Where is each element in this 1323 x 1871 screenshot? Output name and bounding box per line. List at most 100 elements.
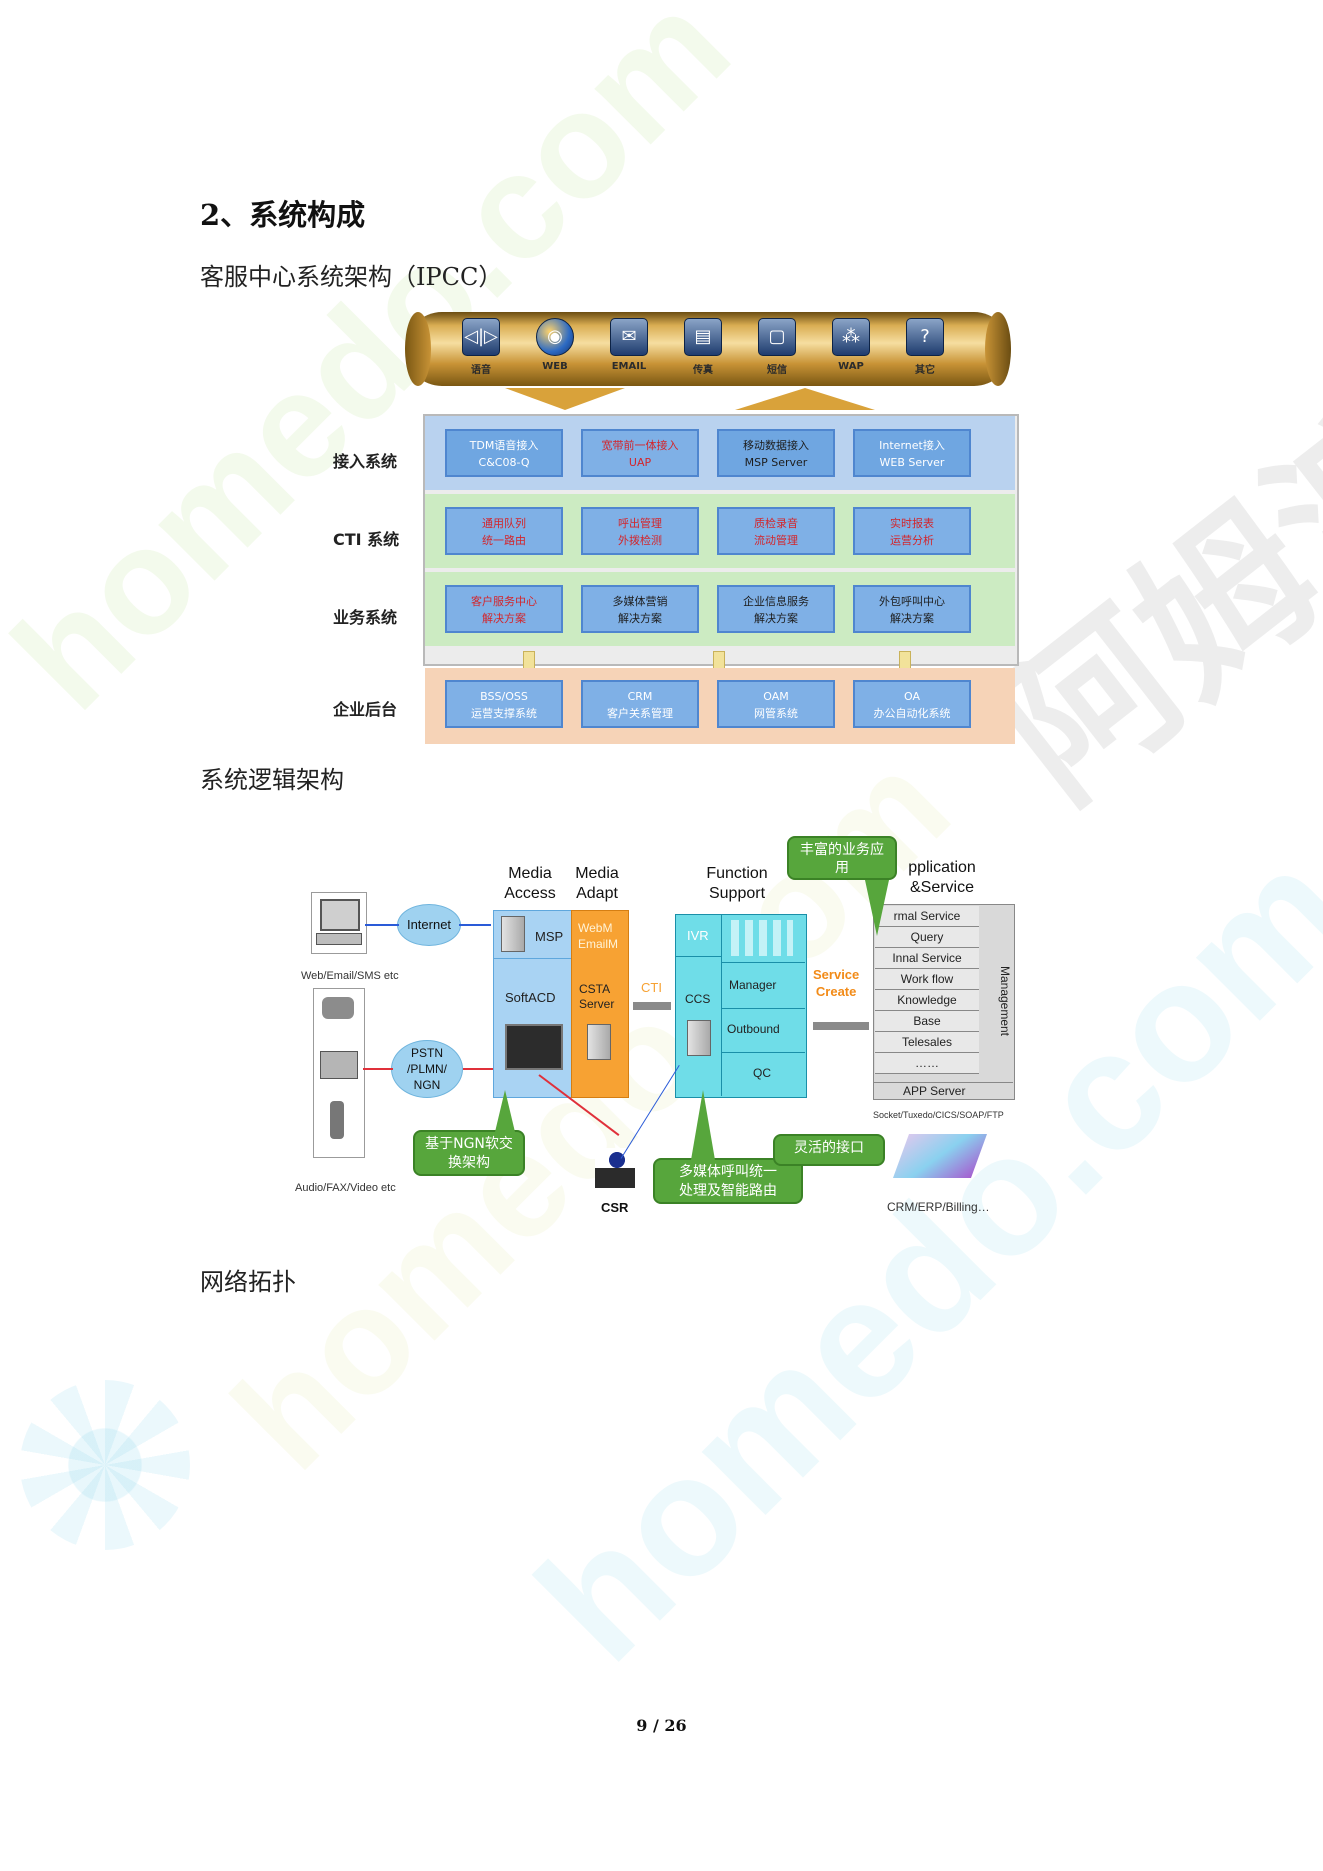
csr-agent-icon [595,1148,635,1188]
callout-line: 基于NGN软交 [425,1136,513,1152]
mobile-phone-icon [330,1101,344,1139]
label-socket-tuxedo: Socket/Tuxedo/CICS/SOAP/FTP [873,1110,1004,1120]
cell-line: MSP Server [744,456,808,469]
row-label-business: 业务系统 [333,608,398,627]
channel-label: EMAIL [611,361,647,372]
col-line: Function [706,865,768,882]
label-web-email-sms: Web/Email/SMS etc [301,970,399,982]
channel-label: 传真 [693,365,713,376]
cell-line: 多媒体营销 [612,595,668,608]
label-crm-erp-billing: CRM/ERP/Billing… [887,1200,990,1214]
cell-line: UAP [628,456,652,469]
channel-fax: ▤ 传真 [675,318,731,376]
cell-line: 企业信息服务 [743,595,809,608]
channel-label: WAP [838,361,864,372]
divider [721,1008,805,1009]
divider [873,1082,1013,1083]
label-app-server: APP Server [903,1084,966,1098]
cell-line: 运营分析 [890,534,934,547]
channel-email: ✉ EMAIL [601,318,657,372]
channel-label: 短信 [767,365,787,376]
other-icon: ? [906,318,944,356]
col-line: Adapt [576,885,618,902]
monitor-icon [320,899,360,931]
softacd-rack-icon [505,1024,563,1070]
label-ivr: IVR [687,928,709,943]
adapt-line: EmailM [578,937,619,951]
cell-realtime-report: 实时报表运营分析 [853,507,971,555]
cloud-line: /PLMN/ [406,1062,447,1076]
label-softacd: SoftACD [505,990,556,1005]
label-csr: CSR [601,1200,629,1215]
row-label-access: 接入系统 [333,452,398,471]
label-ipcc-architecture: 客服中心系统架构（IPCC） [200,263,503,291]
app-service-list: rmal Service Query Innal Service Work fl… [875,906,979,1074]
row-label-backend: 企业后台 [333,700,398,719]
channel-wap: ⁂ WAP [823,318,879,372]
cloud-line: NGN [413,1078,441,1092]
msp-server-icon [501,916,525,952]
cell-line: 实时报表 [890,517,934,530]
cell-outsourced-callcenter: 外包呼叫中心解决方案 [853,585,971,633]
app-item: Query [875,927,979,948]
app-item: rmal Service [875,906,979,927]
divider [493,958,571,959]
watermark-flower-icon [20,1380,190,1550]
label-management: Management [998,965,1012,1037]
col-application-service: pplication&Service [901,858,983,898]
cell-line: WEB Server [879,456,945,469]
label-cti: CTI [641,980,662,995]
divider [721,914,722,1096]
callout-line: 换架构 [448,1155,490,1171]
cell-line: Internet接入 [879,439,945,452]
cell-line: TDM语音接入 [469,439,539,452]
keyboard-icon [316,933,362,945]
double-arrow-icon [813,1022,869,1030]
fax-machine-icon [320,1051,358,1079]
channel-sms: ▢ 短信 [749,318,805,376]
label-msp: MSP [535,929,564,944]
callout-line: 用 [835,860,849,876]
label-qc: QC [753,1066,771,1080]
cell-line: 质检录音 [754,517,798,530]
cell-line: 通用队列 [482,517,526,530]
cell-qc-recording: 质检录音流动管理 [717,507,835,555]
cell-line: C&C08-Q [478,456,530,469]
ccs-server-icon [687,1020,711,1056]
cell-line: 办公自动化系统 [873,707,951,720]
cell-enterprise-info: 企业信息服务解决方案 [717,585,835,633]
cell-line: 网管系统 [754,707,798,720]
cell-line: CRM [627,690,653,703]
app-item: Knowledge [875,990,979,1011]
app-item: Work flow [875,969,979,990]
service-line: Service [813,967,860,982]
label-outbound: Outbound [727,1022,780,1036]
col-line: Access [504,885,556,902]
channel-label: WEB [542,361,568,372]
cell-line: OAM [763,690,789,703]
divider [721,962,805,963]
label-ccs: CCS [685,992,711,1006]
sms-icon: ▢ [758,318,796,356]
service-line: Create [815,984,857,999]
arrow-down-icon [505,388,625,410]
app-item: Base [875,1011,979,1032]
link-line [459,924,491,926]
app-item: Telesales [875,1032,979,1053]
pipe-right-cap [985,312,1011,386]
cell-tdm-voice: TDM语音接入 C&C08-Q [445,429,563,477]
adapt-line: WebM [578,921,613,935]
cell-line: BSS/OSS [480,690,528,703]
ipcc-architecture-diagram: ◁|▷ 语音 ◉ WEB ✉ EMAIL ▤ 传真 ▢ 短信 ⁂ WAP ? 其… [325,304,1025,750]
link-line [365,924,399,926]
section-heading: 2、系统构成 [200,198,366,232]
row-label-cti: CTI 系统 [333,530,400,549]
cell-line: 外包呼叫中心 [879,595,945,608]
adapt-line: Server [579,997,615,1011]
cell-queue-routing: 通用队列统一路由 [445,507,563,555]
web-globe-icon: ◉ [536,318,574,356]
